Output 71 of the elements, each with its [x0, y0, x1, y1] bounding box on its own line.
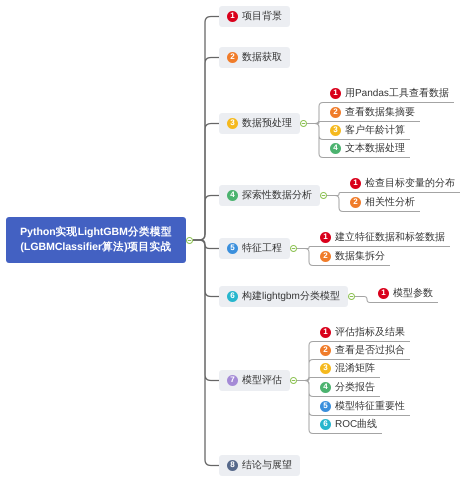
- subtopic-item: [317, 380, 380, 397]
- priority-marker: 6: [320, 418, 331, 430]
- subtopic-label: 分类报告: [335, 380, 375, 394]
- subtopic-item: [317, 325, 410, 342]
- subtopic-label: 相关性分析: [365, 196, 415, 208]
- topic-card: [219, 6, 290, 26]
- topic-label: 结论与展望: [242, 458, 292, 472]
- subtopic-item: [317, 399, 410, 416]
- priority-marker: 3: [227, 118, 238, 128]
- priority-marker: 8: [227, 460, 238, 470]
- priority-marker: 5: [227, 242, 238, 254]
- connector-line: [354, 296, 376, 303]
- priority-marker: 1: [320, 326, 331, 338]
- topic-label: 探索性数据分析: [242, 188, 312, 202]
- priority-marker: 5: [320, 400, 331, 412]
- priority-marker: 2: [320, 250, 331, 262]
- priority-marker: 1: [378, 288, 389, 298]
- subtopic-item: [327, 123, 410, 140]
- subtopic-label: 建立特征数据和标签数据: [335, 230, 445, 244]
- topic-label: 模型评估: [242, 374, 282, 386]
- topic-label: 构建lightgbm分类模型: [242, 290, 340, 302]
- priority-marker: 1: [320, 232, 331, 242]
- topic-label: 特征工程: [242, 242, 282, 254]
- connector-line: [193, 239, 219, 466]
- priority-marker: 1: [330, 88, 341, 98]
- subtopic-item: [375, 286, 438, 303]
- subtopic-label: 模型特征重要性: [335, 400, 405, 412]
- subtopic-item: [317, 361, 380, 378]
- priority-marker: 4: [227, 190, 238, 200]
- subtopic-label: 模型参数: [393, 286, 433, 300]
- priority-marker: 7: [227, 374, 238, 386]
- subtopic-label: 查看数据集摘要: [345, 106, 415, 118]
- priority-marker: 2: [320, 344, 331, 356]
- priority-marker: 3: [330, 124, 341, 136]
- subtopic-label: 评估指标及结果: [335, 326, 405, 338]
- subtopic-item: [317, 343, 410, 360]
- topic-card: [219, 454, 300, 476]
- priority-marker: 2: [330, 106, 341, 118]
- subtopic-label: 数据集拆分: [335, 250, 385, 262]
- connector-line: [296, 248, 318, 266]
- subtopic-label: 用Pandas工具查看数据: [345, 86, 449, 100]
- subtopic-item: [317, 417, 382, 434]
- priority-marker: 2: [227, 52, 238, 62]
- priority-marker: 1: [350, 178, 361, 188]
- topic-label: 项目背景: [242, 10, 282, 22]
- topic-card: [219, 46, 290, 68]
- subtopic-label: 文本数据处理: [345, 142, 405, 154]
- connector-line: [306, 123, 328, 158]
- subtopic-item: [317, 249, 390, 266]
- subtopic-label: ROC曲线: [335, 418, 378, 430]
- topic-label: 数据获取: [242, 50, 282, 64]
- priority-marker: 4: [330, 142, 341, 154]
- subtopic-label: 查看是否过拟合: [335, 344, 405, 356]
- priority-marker: 1: [227, 10, 238, 22]
- priority-marker: 2: [350, 196, 361, 208]
- subtopic-item: [327, 86, 454, 103]
- subtopic-label: 客户年龄计算: [345, 124, 405, 136]
- subtopic-item: [317, 230, 450, 247]
- connector-line: [326, 195, 348, 212]
- topic-label: 数据预处理: [242, 116, 292, 130]
- priority-marker: 3: [320, 362, 331, 374]
- subtopic-item: [347, 176, 460, 193]
- connector-line: [296, 380, 318, 434]
- subtopic-label: 检查目标变量的分布: [365, 176, 455, 190]
- subtopic-label: 混淆矩阵: [335, 362, 375, 374]
- priority-marker: 4: [320, 382, 331, 392]
- subtopic-item: [327, 141, 410, 158]
- subtopic-item: [327, 105, 420, 122]
- subtopic-item: [347, 195, 420, 212]
- root-topic: Python实现LightGBM分类模型(LGBMClassifier算法)项目实战: [6, 217, 186, 263]
- priority-marker: 6: [227, 290, 238, 302]
